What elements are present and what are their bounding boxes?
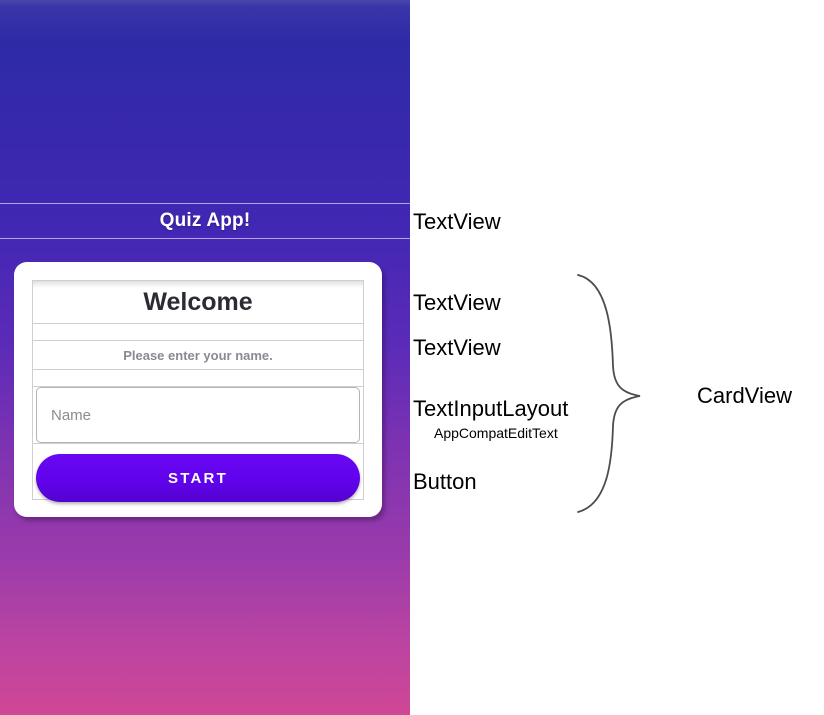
spacer [33, 444, 363, 454]
annotation-prompt-textview: TextView [413, 335, 501, 360]
annotation-title-textview: TextView [413, 209, 501, 234]
annotation-card-view: CardView [697, 383, 792, 408]
status-strip [0, 0, 410, 6]
divider [33, 340, 363, 341]
annotation-app-compat-edit-text: AppCompatEditText [434, 425, 558, 441]
welcome-heading: Welcome [143, 287, 253, 316]
text-input-layout[interactable] [36, 387, 360, 443]
name-input[interactable] [37, 406, 359, 424]
divider [33, 323, 363, 324]
annotation-button: Button [413, 469, 477, 494]
card-view: Welcome Please enter your name. START [14, 262, 382, 517]
layout-bound-line-bottom [0, 238, 410, 239]
card-content: Welcome Please enter your name. START [32, 280, 364, 502]
divider [33, 386, 363, 387]
start-button[interactable]: START [36, 454, 360, 502]
divider [33, 369, 363, 370]
divider [33, 443, 363, 444]
card-view-brace-icon [577, 274, 641, 513]
spacer [33, 370, 363, 386]
spacer [33, 324, 363, 340]
prompt-label: Please enter your name. [123, 347, 273, 363]
page-title: Quiz App! [159, 210, 251, 231]
layout-bound-line-top [0, 203, 410, 204]
annotation-text-input-layout: TextInputLayout [413, 396, 569, 421]
annotation-heading-textview: TextView [413, 290, 501, 315]
app-preview-pane: Quiz App! Welcome Please enter your name… [0, 0, 410, 715]
